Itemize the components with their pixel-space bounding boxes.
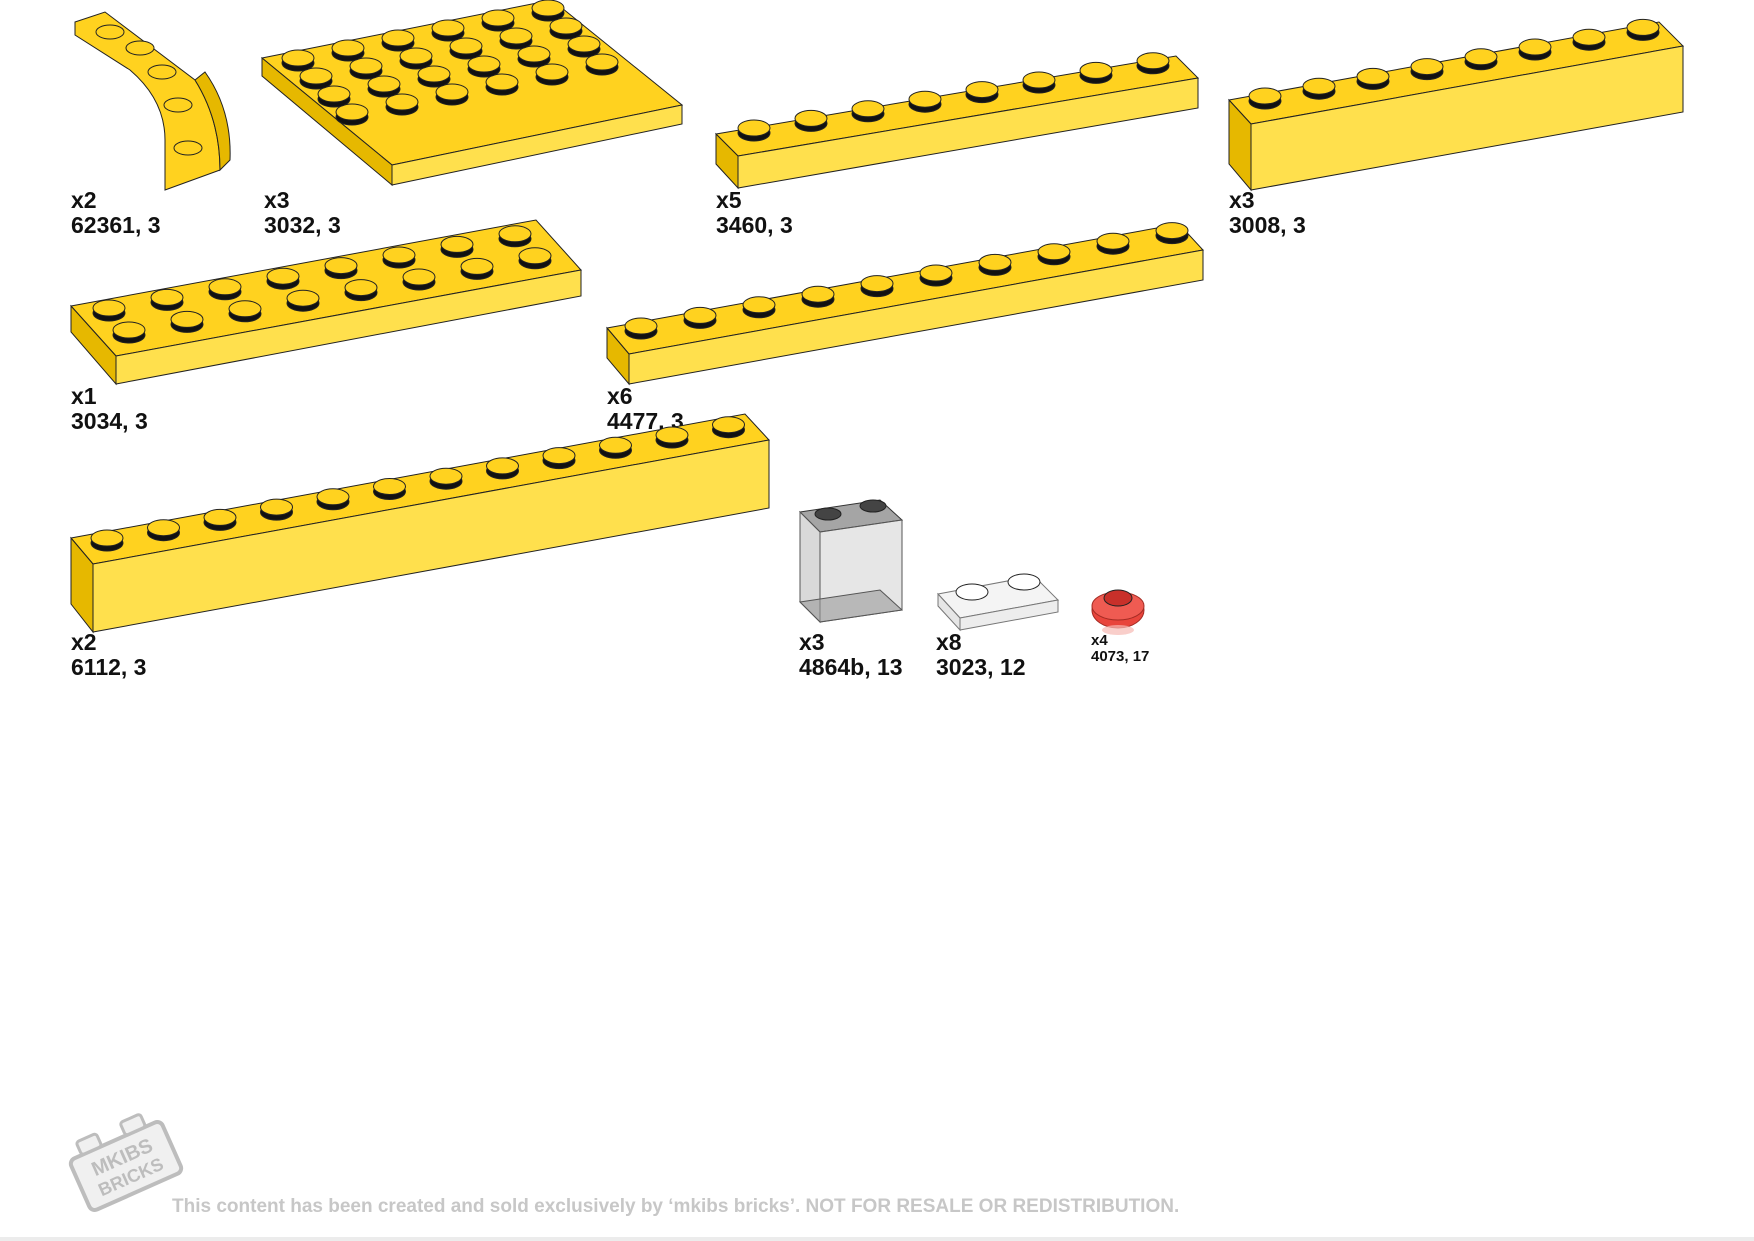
copyright-notice: This content has been created and sold e… xyxy=(172,1196,1180,1217)
part-3460-image xyxy=(714,52,1200,190)
part-4073-image xyxy=(1090,586,1146,636)
part-3032-image xyxy=(260,0,684,190)
part-3034-image xyxy=(70,219,582,388)
page-bottom-rule xyxy=(0,1237,1754,1241)
part-4864b-image xyxy=(798,492,908,630)
brick-logo-icon: MKIBS BRICKS xyxy=(60,1108,192,1229)
part-6112-image xyxy=(70,413,770,634)
part-3023-image xyxy=(936,566,1060,632)
part-62361-image xyxy=(70,10,240,191)
part-3008-image xyxy=(1228,18,1685,192)
part-4477-image xyxy=(606,222,1204,386)
